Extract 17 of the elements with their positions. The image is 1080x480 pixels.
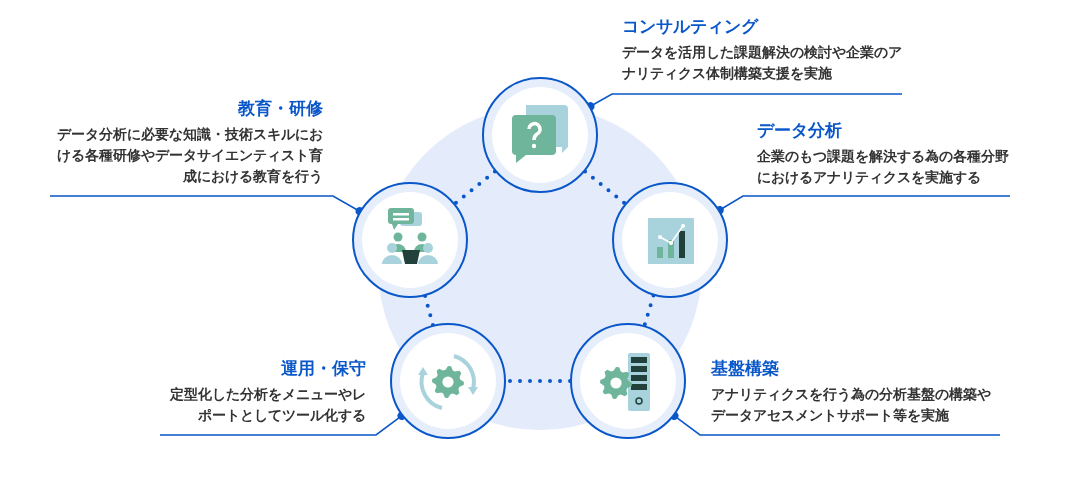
heading: コンサルティング: [622, 15, 758, 38]
leader-line: [670, 411, 1001, 436]
heading: 教育・研修: [238, 97, 323, 120]
leader-line: [715, 195, 1011, 215]
heading: 運用・保守: [281, 357, 366, 380]
description: 定型化した分析をメニューやレポートとしてツール化する: [169, 385, 366, 425]
description: 企業のもつ課題を解決する為の各種分野におけるアナリティクスを実施する: [757, 147, 1010, 187]
description: アナリティクスを行う為の分析基盤の構築やデータアセスメントサポート等を実施: [711, 385, 992, 425]
dotted-connector: [642, 293, 656, 328]
heading: 基盤構築: [711, 357, 779, 380]
heading: データ分析: [757, 119, 842, 142]
dotted-connector: [453, 169, 497, 206]
leader-line: [159, 411, 406, 436]
description: データ分析に必要な知識・技術スキルにおける各種研修やデータサイエンティスト育成における教育を行う: [56, 125, 323, 186]
dotted-connector: [583, 169, 627, 206]
dotted-connector: [423, 294, 435, 327]
description: データを活用した課題解決の検討や企業のアナリティクス体制構築支援を実施: [622, 43, 902, 83]
